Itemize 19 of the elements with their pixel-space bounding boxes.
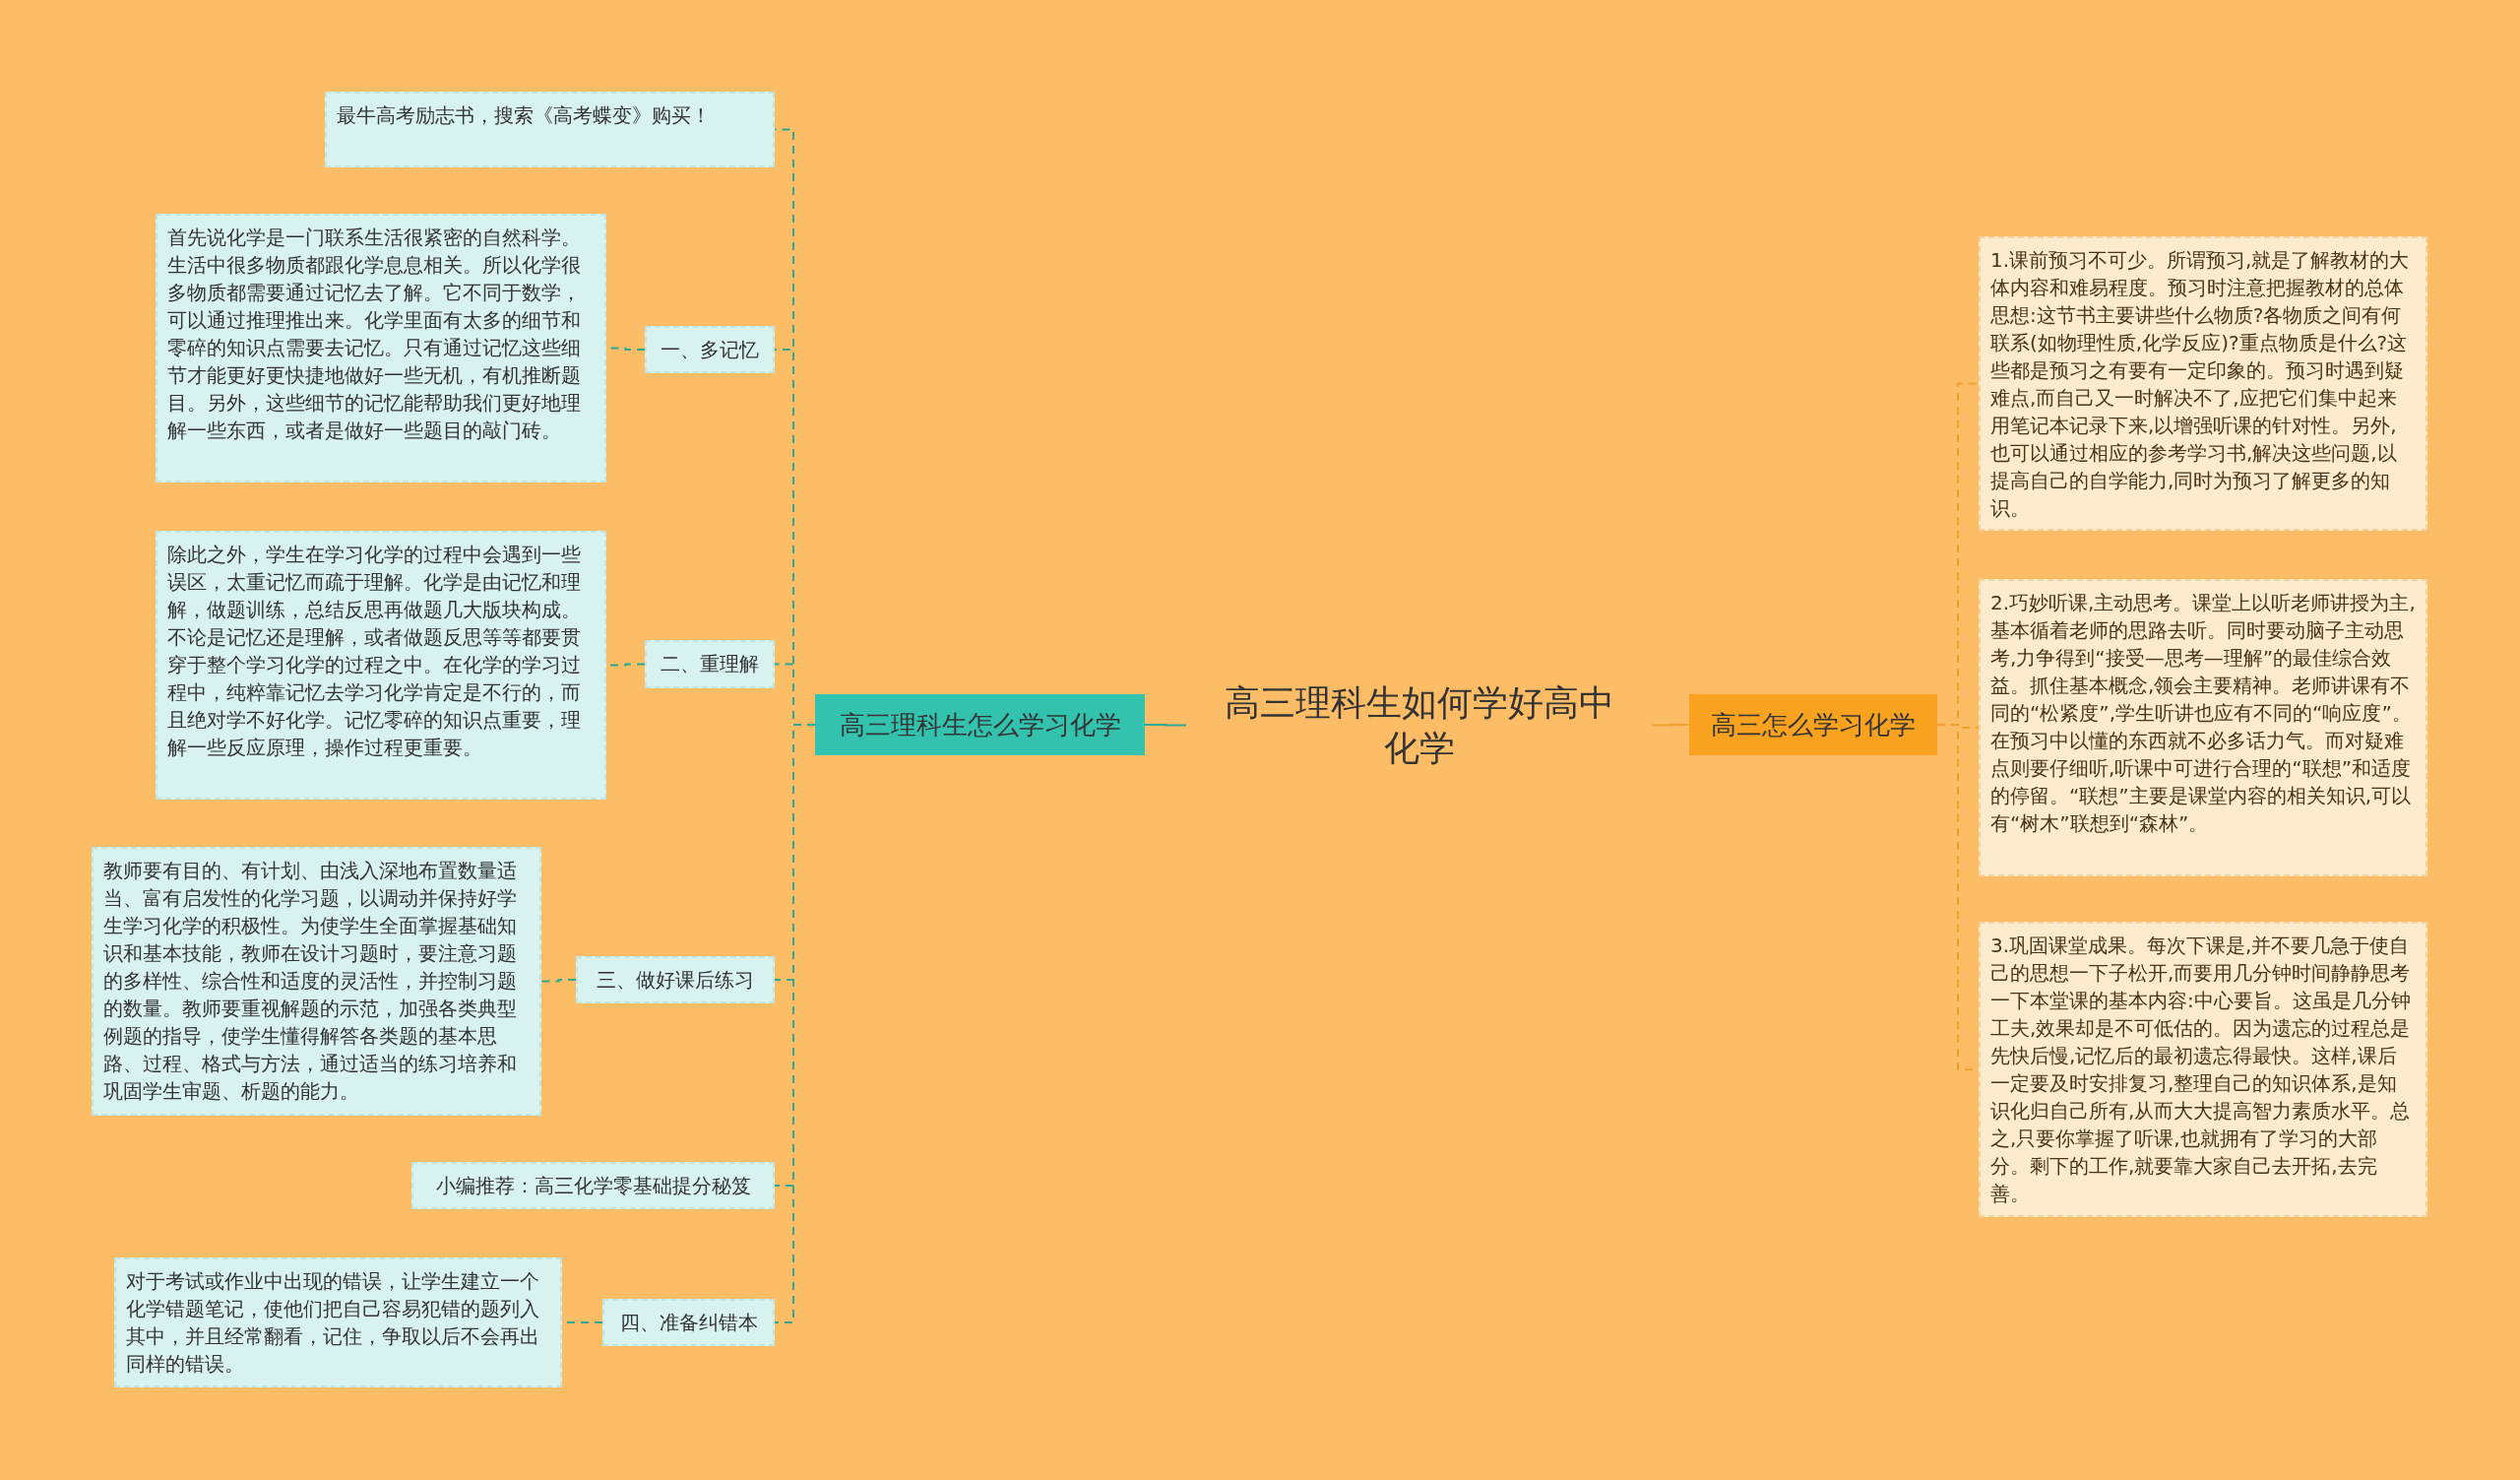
note-card: 3.巩固课堂成果。每次下课是,并不要几急于使自己的思想一下子松开,而要用几分钟时间静静思考一下本堂课的基本内容:中心要旨。这虽是几分钟工夫,效果却是不可低估的。因为遗忘的过程总是先快后慢,记忆后的最初遗忘得最快。这样,课后一定要及时安排复习,整理自己的知识体系,是知识化归自己所有,从而大大提高智力素质水平。总之,只要你掌握了听课,也就拥有了学习的大部分。剩下的工作,就要靠大家自己去开拓,去完善。 xyxy=(1979,922,2427,1217)
note-card: 1.课前预习不可少。所谓预习,就是了解教材的大体内容和难易程度。预习时注意把握教材的总体思想:这节书主要讲些什么物质?各物质之间有何联系(如物理性质,化学反应)?重点物质是什么?这些都是预习之有要有一定印象的。预习时遇到疑难点,而自己又一时解决不了,应把它们集中起来用笔记本记录下来,以增强听课的针对性。另外,也可以通过相应的参考学习书,解决这些问题,以提高自己的自学能力,同时为预习了解更多的知识。 xyxy=(1979,236,2427,531)
central-topic: 高三理科生如何学好高中化学 xyxy=(1186,658,1652,793)
note-card: 教师要有目的、有计划、由浅入深地布置数量适当、富有启发性的化学习题，以调动并保持好学生学习化学的积极性。为使学生全面掌握基础知识和基本技能，教师在设计习题时，要注意习题的多样性、综合性和适度的灵活性，并控制习题的数量。教师要重视解题的示范，加强各类典型例题的指导，使学生懂得解答各类题的基本思路、过程、格式与方法，通过适当的练习培养和巩固学生审题、析题的能力。 xyxy=(92,847,541,1116)
subtopic-label: 四、准备纠错本 xyxy=(602,1299,775,1346)
subtopic-label: 二、重理解 xyxy=(645,640,775,688)
branch-topic: 高三怎么学习化学 xyxy=(1689,694,1937,755)
connector-line xyxy=(1651,724,1690,727)
connector-line xyxy=(540,979,577,983)
note-card: 最牛高考励志书，搜索《高考蝶变》购买！ xyxy=(325,92,775,167)
subtopic-label: 小编推荐：高三化学零基础提分秘笈 xyxy=(411,1162,775,1209)
note-card: 对于考试或作业中出现的错误，让学生建立一个化学错题笔记，使他们把自己容易犯错的题列入其中，并且经常翻看，记住，争取以后不会再出同样的错误。 xyxy=(114,1257,562,1387)
connector-line xyxy=(1144,724,1187,727)
note-card: 2.巧妙听课,主动思考。课堂上以听老师讲授为主,基本循着老师的思路去听。同时要动脑子主动思考,力争得到“接受—思考—理解”的最佳综合效益。抓住基本概念,领会主要精神。老师讲课有不同的“松紧度”,学生听讲也应有不同的“响应度”。在预习中以懂的东西就不必多话力气。而对疑难点则要仔细听,听课中可进行合理的“联想”和适度的停留。“联想”主要是课堂内容的相关知识,可以有“树木”联想到“森林”。 xyxy=(1979,579,2427,876)
note-card: 除此之外，学生在学习化学的过程中会遇到一些误区，太重记忆而疏于理解。化学是由记忆和理解，做题训练，总结反思再做题几大版块构成。不论是记忆还是理解，或者做题反思等等都要贯穿于整个学习化学的过程之中。在化学的学习过程中，纯粹靠记忆去学习化学肯定是不行的，而且绝对学不好化学。记忆零碎的知识点重要，理解一些反应原理，操作过程更重要。 xyxy=(156,531,606,800)
branch-topic: 高三理科生怎么学习化学 xyxy=(815,694,1145,755)
subtopic-label: 三、做好课后练习 xyxy=(576,956,775,1003)
note-card: 首先说化学是一门联系生活很紧密的自然科学。生活中很多物质都跟化学息息相关。所以化学很多物质都需要通过记忆去了解。它不同于数学，可以通过推理推出来。化学里面有太多的细节和零碎的知识点需要去记忆。只有通过记忆这些细节才能更好更快捷地做好一些无机，有机推断题目。另外，这些细节的记忆能帮助我们更好地理解一些东西，或者是做好一些题目的敲门砖。 xyxy=(156,214,606,483)
subtopic-label: 一、多记忆 xyxy=(645,326,775,373)
